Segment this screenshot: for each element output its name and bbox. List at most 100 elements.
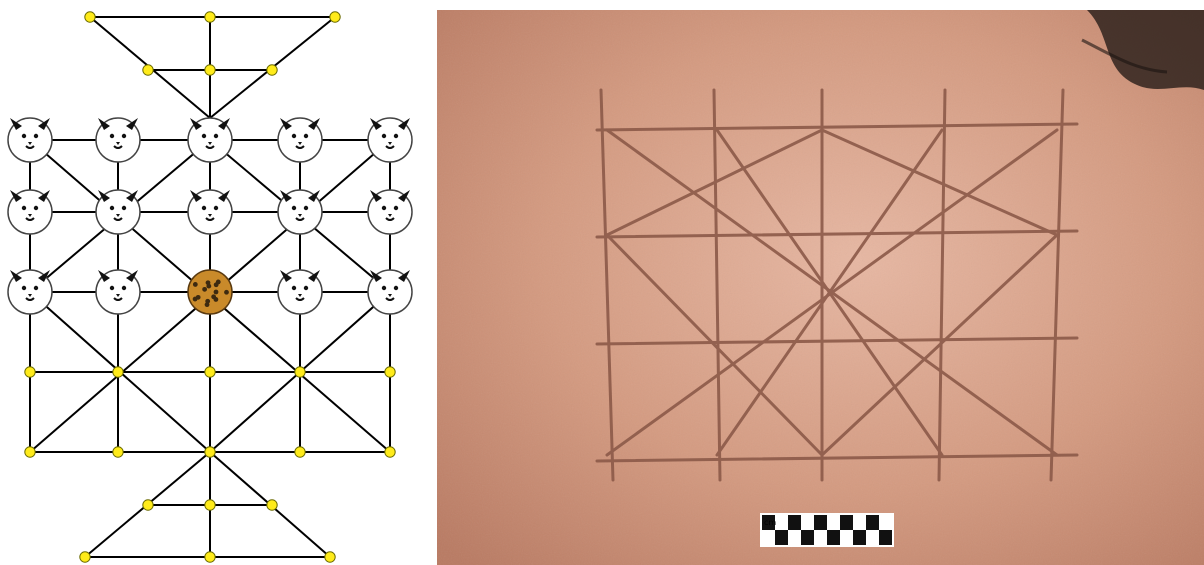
dog-face-icon bbox=[8, 190, 52, 234]
dog-eye bbox=[122, 206, 126, 210]
dog-eye bbox=[382, 286, 386, 290]
dog-eye bbox=[304, 134, 308, 138]
dog-eye bbox=[292, 286, 296, 290]
dog-eye bbox=[202, 206, 206, 210]
dog-face-icon bbox=[278, 118, 322, 162]
dog-eye bbox=[202, 134, 206, 138]
dog-eye bbox=[22, 286, 26, 290]
jaguar-spot bbox=[196, 295, 201, 300]
jaguar-spot bbox=[214, 282, 219, 287]
board-node bbox=[113, 447, 123, 457]
board-diagram-panel bbox=[0, 0, 430, 565]
dog-face-icon bbox=[368, 190, 412, 234]
dog-face-icon bbox=[278, 190, 322, 234]
board-node bbox=[25, 367, 35, 377]
jaguar-spot bbox=[224, 290, 229, 295]
dog-eye bbox=[34, 206, 38, 210]
scale-bar-segment bbox=[801, 515, 814, 530]
scale-bar-segment bbox=[853, 530, 866, 545]
board-node bbox=[205, 65, 215, 75]
scale-bar-segment bbox=[788, 530, 801, 545]
dog-face-icon bbox=[96, 190, 140, 234]
scale-bar-segment bbox=[827, 530, 840, 545]
scale-bar-segment bbox=[840, 530, 853, 545]
scale-bar-segment bbox=[853, 515, 866, 530]
dog-eye bbox=[122, 134, 126, 138]
jaguar-spot bbox=[211, 294, 216, 299]
dog-face-icon bbox=[8, 270, 52, 314]
scale-bar: cm bbox=[760, 513, 894, 547]
dog-eye bbox=[110, 286, 114, 290]
board-node bbox=[267, 65, 277, 75]
jaguar-spot bbox=[206, 284, 211, 289]
dog-eye bbox=[394, 286, 398, 290]
dog-face-icon bbox=[96, 118, 140, 162]
dog-eye bbox=[382, 206, 386, 210]
board-node bbox=[205, 367, 215, 377]
board-node bbox=[25, 447, 35, 457]
rock-photo-panel: cm bbox=[437, 10, 1204, 565]
board-node bbox=[205, 12, 215, 22]
scale-bar-segment bbox=[866, 515, 879, 530]
jaguar-spot bbox=[193, 282, 198, 287]
scale-bar-label: cm bbox=[764, 518, 776, 527]
dog-eye bbox=[304, 286, 308, 290]
dog-eye bbox=[110, 206, 114, 210]
dog-eye bbox=[34, 286, 38, 290]
board-node bbox=[205, 500, 215, 510]
dog-face-icon bbox=[278, 270, 322, 314]
jaguar-spot bbox=[205, 299, 210, 304]
scale-bar-segment bbox=[788, 515, 801, 530]
dog-eye bbox=[214, 134, 218, 138]
board-node bbox=[205, 552, 215, 562]
dog-eye bbox=[110, 134, 114, 138]
dog-eye bbox=[394, 206, 398, 210]
board-node bbox=[143, 500, 153, 510]
dog-face-icon bbox=[8, 118, 52, 162]
board-node bbox=[267, 500, 277, 510]
scale-bar-segment bbox=[775, 515, 788, 530]
board-node bbox=[295, 447, 305, 457]
scale-bar-segment bbox=[775, 530, 788, 545]
board-node bbox=[205, 447, 215, 457]
dog-eye bbox=[214, 206, 218, 210]
jaguar-face-icon bbox=[188, 270, 232, 314]
board-node bbox=[330, 12, 340, 22]
dog-face-icon bbox=[188, 190, 232, 234]
jaguar-spot bbox=[214, 290, 219, 295]
scale-bar-segment bbox=[814, 530, 827, 545]
dog-eye bbox=[304, 206, 308, 210]
dog-eye bbox=[122, 286, 126, 290]
scale-bar-segment bbox=[801, 530, 814, 545]
board-node bbox=[85, 12, 95, 22]
board-node bbox=[113, 367, 123, 377]
scale-bar-segment bbox=[866, 530, 879, 545]
dog-eye bbox=[34, 134, 38, 138]
rock-engraving-photo: cm bbox=[437, 10, 1204, 565]
board-node bbox=[385, 367, 395, 377]
scale-bar-segment bbox=[879, 530, 892, 545]
board-diagram bbox=[0, 0, 430, 565]
board-pieces bbox=[8, 118, 412, 314]
dog-eye bbox=[394, 134, 398, 138]
scale-bar-segment bbox=[814, 515, 827, 530]
scale-bar-segment bbox=[827, 515, 840, 530]
dog-eye bbox=[292, 134, 296, 138]
board-node bbox=[385, 447, 395, 457]
board-node bbox=[80, 552, 90, 562]
board-node bbox=[295, 367, 305, 377]
dog-face-icon bbox=[368, 118, 412, 162]
scale-bar-segment bbox=[879, 515, 892, 530]
dog-eye bbox=[22, 134, 26, 138]
board-node bbox=[325, 552, 335, 562]
dog-face-icon bbox=[368, 270, 412, 314]
jaguar-spot bbox=[202, 287, 207, 292]
scale-bar-segment bbox=[840, 515, 853, 530]
dog-eye bbox=[292, 206, 296, 210]
dog-eye bbox=[382, 134, 386, 138]
board-node bbox=[143, 65, 153, 75]
scale-bar-segment bbox=[762, 530, 775, 545]
dog-face-icon bbox=[188, 118, 232, 162]
dog-face-icon bbox=[96, 270, 140, 314]
dog-eye bbox=[22, 206, 26, 210]
